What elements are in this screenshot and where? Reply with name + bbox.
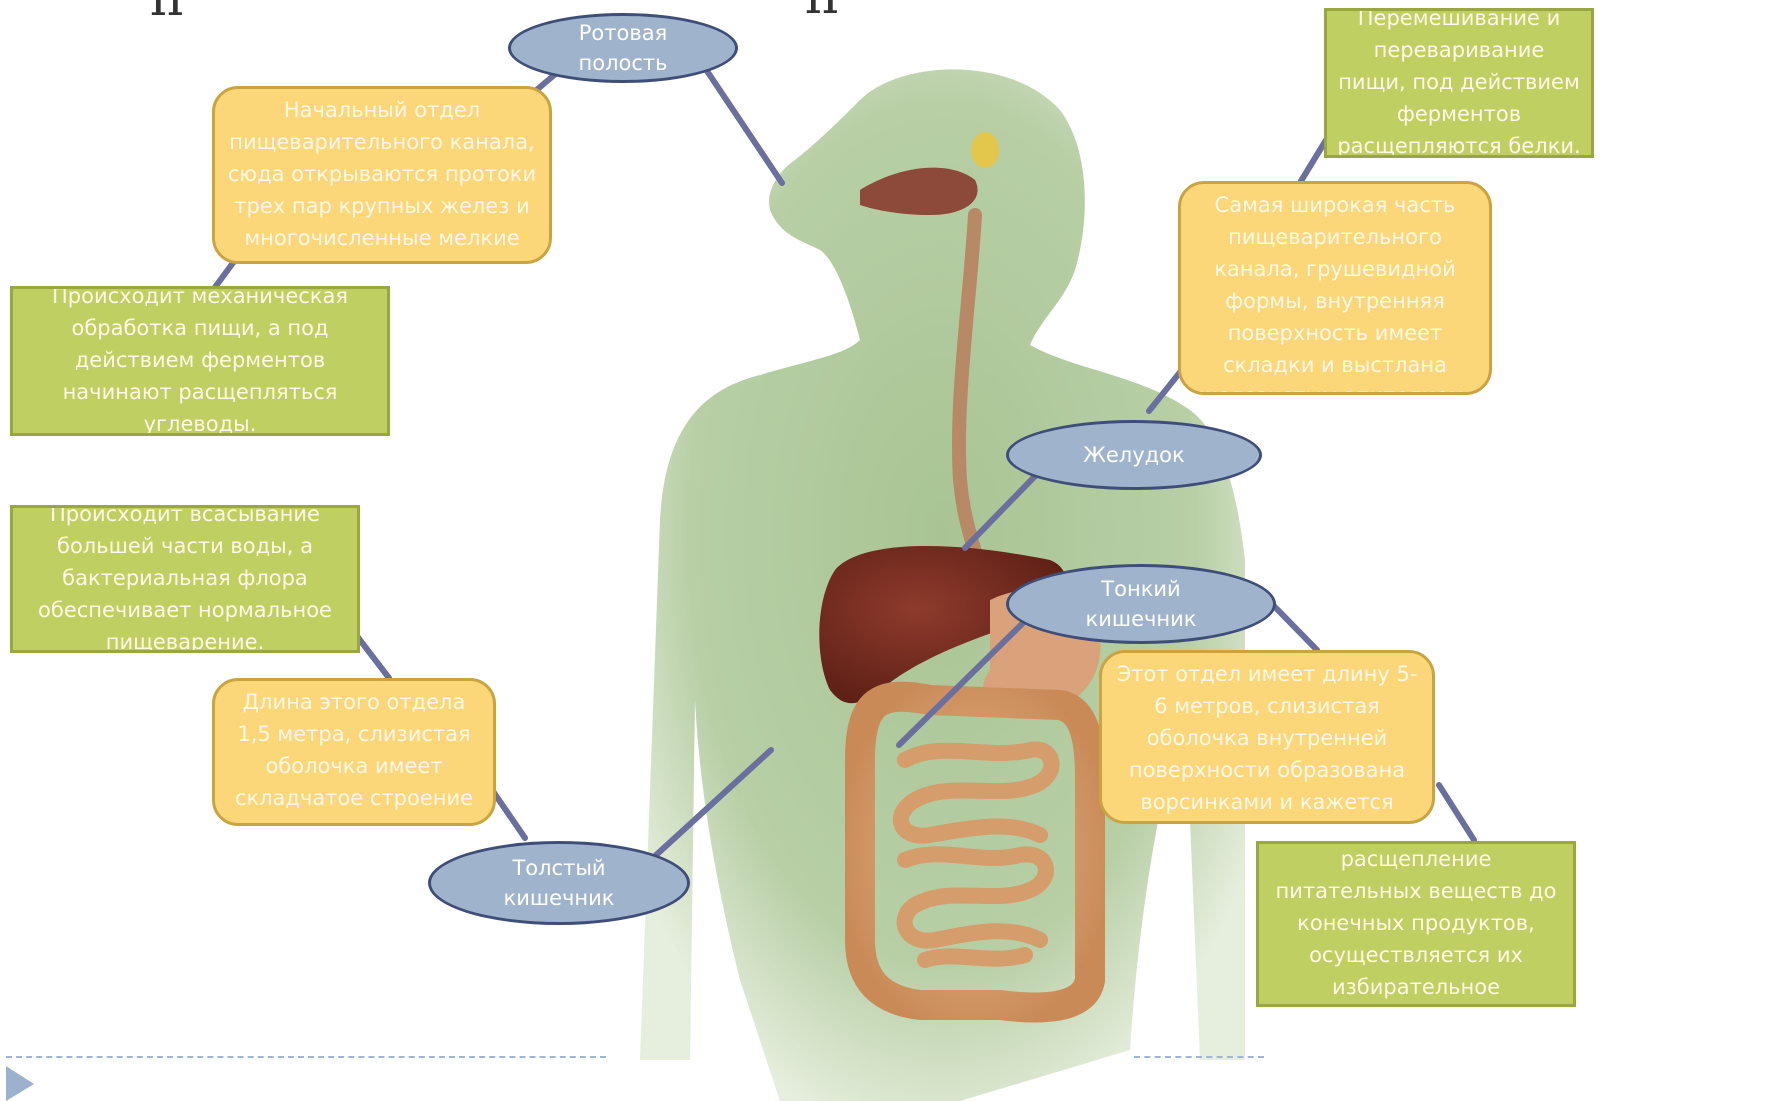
note-stomach-structure: Самая широкая часть пищеварительного кан…	[1178, 181, 1492, 395]
note-large-intestine-function: Происходит всасывание большей части воды…	[10, 505, 360, 653]
page-title-fragment: п	[150, 0, 185, 24]
gland-shape	[971, 132, 999, 168]
connector-small-structure	[1271, 603, 1317, 650]
oval-large-intestine: Толстый кишечник	[428, 841, 690, 925]
connector-mouth-organ	[705, 68, 782, 183]
note-mouth-structure: Начальный отдел пищеварительного канала,…	[212, 86, 552, 264]
note-large-intestine-structure: Длина этого отдела 1,5 метра, слизистая …	[212, 678, 496, 826]
oval-mouth: Ротовая полость	[508, 13, 738, 83]
footer-dashed-line-left	[6, 1056, 606, 1058]
title-fragment: п	[150, 0, 185, 28]
title-fragment-right: п	[805, 0, 840, 22]
note-small-intestine-structure: Этот отдел имеет длину 5-6 метров, слизи…	[1099, 650, 1435, 824]
oval-stomach: Желудок	[1006, 420, 1262, 490]
note-mouth-function: Происходит механическая обработка пищи, …	[10, 286, 390, 436]
note-small-intestine-function: Завершается расщепление питательных веще…	[1256, 841, 1576, 1007]
connector-small-function	[1439, 785, 1474, 840]
oval-small-intestine: Тонкий кишечник	[1006, 564, 1276, 644]
footer-dashed-line-right	[1134, 1056, 1264, 1058]
triangle-right-icon	[6, 1066, 34, 1101]
note-stomach-function: Перемешивание и переваривание пищи, под …	[1324, 8, 1594, 158]
